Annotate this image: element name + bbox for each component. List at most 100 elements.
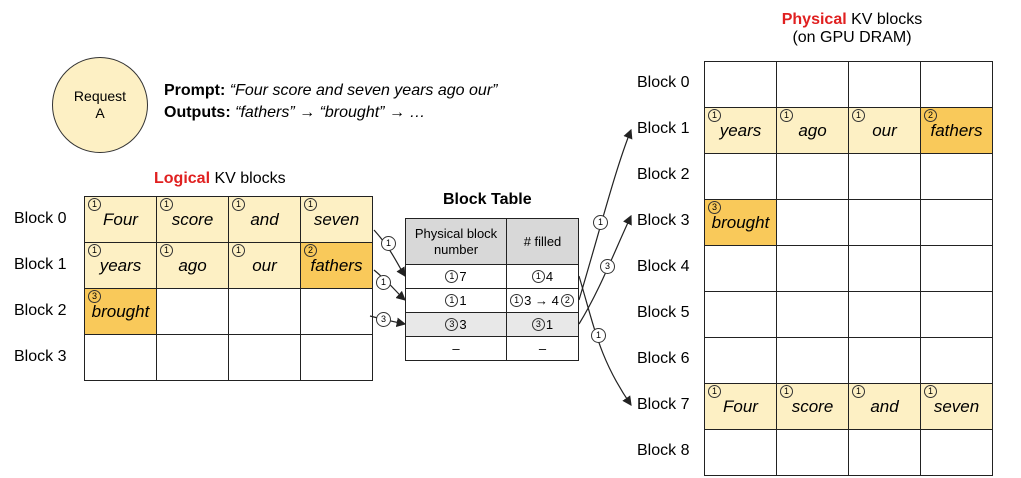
- token-text: fathers: [310, 255, 363, 275]
- request-label: Request: [73, 88, 127, 104]
- empty-cell: [85, 335, 157, 381]
- empty-cell: [777, 62, 849, 108]
- logical-block-label: Block 1: [14, 256, 67, 273]
- empty-cell: [157, 289, 229, 335]
- step-badge: 2: [304, 244, 317, 257]
- step-badge: 1: [708, 109, 721, 122]
- step-badge: 3: [88, 290, 101, 303]
- empty-cell: [921, 200, 993, 246]
- empty-cell: [777, 200, 849, 246]
- logical-title: Logical KV blocks: [154, 170, 286, 188]
- arrow-step-badge: 3: [600, 259, 615, 274]
- physical-block-label: Block 8: [637, 442, 690, 459]
- arrow-logical1-to-table1: [373, 269, 406, 301]
- request-id: A: [95, 105, 105, 121]
- prompt-label: Prompt:: [164, 82, 226, 99]
- physical-block-label: Block 4: [637, 258, 690, 275]
- physical-title-rest: KV blocks: [846, 11, 923, 28]
- logical-block-label: Block 3: [14, 348, 67, 365]
- empty-cell: [921, 154, 993, 200]
- empty-cell: [705, 154, 777, 200]
- token-text: seven: [313, 209, 360, 229]
- empty-cell: [849, 338, 921, 384]
- step-badge: 1: [780, 385, 793, 398]
- token-cell: 1 ago: [777, 108, 849, 154]
- token-text: score: [791, 396, 834, 416]
- step-badge: 1: [304, 198, 317, 211]
- arrow-step-badge: 3: [376, 312, 391, 327]
- empty-cell: [705, 338, 777, 384]
- token-text: brought: [711, 212, 770, 232]
- empty-cell: [921, 246, 993, 292]
- physical-subtitle: (on GPU DRAM): [792, 29, 912, 46]
- block-table-header: Physical block number# filled: [406, 219, 579, 265]
- token-text: brought: [91, 301, 150, 321]
- arrow-logical0-to-table0: [373, 229, 406, 278]
- empty-cell: [705, 246, 777, 292]
- cell-value: 3 → 4: [524, 293, 559, 308]
- token-text: ago: [178, 255, 207, 275]
- step-badge: 2: [924, 109, 937, 122]
- token-text: years: [719, 120, 762, 140]
- empty-cell: [777, 430, 849, 476]
- arrow-step-badge: 1: [376, 275, 391, 290]
- logical-block-label: Block 0: [14, 210, 67, 227]
- physical-block-label: Block 6: [637, 350, 690, 367]
- empty-cell: [705, 292, 777, 338]
- physical-block-label: Block 2: [637, 166, 690, 183]
- step-badge: 1: [88, 244, 101, 257]
- empty-cell: [777, 246, 849, 292]
- cell-value: –: [538, 341, 547, 356]
- empty-cell: [849, 292, 921, 338]
- step-badge: 3: [445, 318, 459, 331]
- empty-cell: [777, 338, 849, 384]
- arrow-step-badge: 1: [593, 215, 608, 230]
- arrow-step-badge: 1: [381, 236, 396, 251]
- step-badge: 3: [708, 201, 721, 214]
- logical-title-rest: KV blocks: [210, 170, 286, 187]
- token-text: score: [171, 209, 214, 229]
- step-badge: 1: [232, 244, 245, 257]
- arrow-step-badge: 1: [591, 328, 606, 343]
- empty-cell: [849, 246, 921, 292]
- header-physical-block-number: Physical block number: [406, 219, 507, 265]
- empty-cell: [921, 338, 993, 384]
- block-table-row: ––: [406, 337, 579, 361]
- request-node: Request A: [52, 57, 148, 153]
- empty-cell: [229, 289, 301, 335]
- token-text: Four: [103, 209, 138, 229]
- cell-value: 1: [545, 317, 554, 332]
- step-badge: 1: [924, 385, 937, 398]
- step-badge: 1: [88, 198, 101, 211]
- block-table-title: Block Table: [443, 191, 532, 208]
- prompt-line: Prompt: “Four score and seven years ago …: [164, 82, 497, 100]
- empty-cell: [849, 200, 921, 246]
- step-badge: 1: [510, 294, 524, 307]
- step-badge: 1: [708, 385, 721, 398]
- cell-value: 3: [459, 317, 467, 332]
- physical-block-label: Block 3: [637, 212, 690, 229]
- outputs-label: Outputs:: [164, 104, 231, 121]
- step-badge: 1: [852, 385, 865, 398]
- token-text: Four: [723, 396, 758, 416]
- token-text: ago: [798, 120, 827, 140]
- step-badge: 1: [780, 109, 793, 122]
